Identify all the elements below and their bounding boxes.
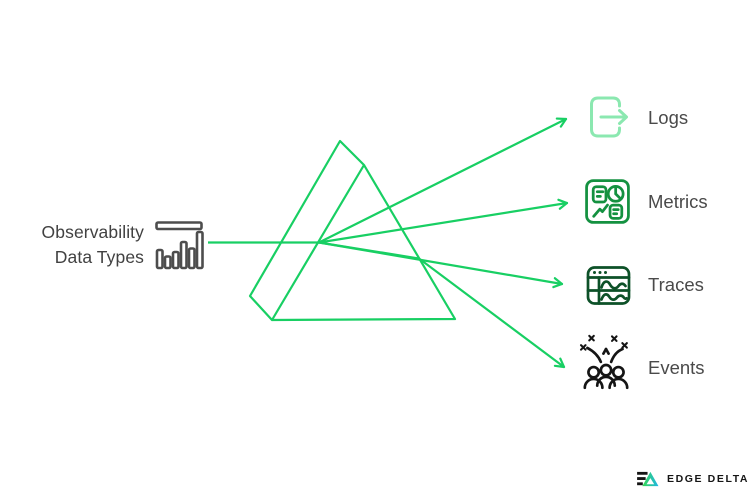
events-crowd-icon — [579, 334, 629, 390]
output-label-metrics: Metrics — [648, 191, 708, 212]
source-label: Observability Data Types — [22, 220, 144, 270]
ray-to-events — [317, 241, 566, 369]
traces-window-icon — [586, 266, 631, 305]
metrics-dashboard-icon — [585, 179, 630, 224]
prism-outline — [248, 139, 457, 322]
output-label-events: Events — [648, 357, 705, 378]
edge-delta-logo-icon — [637, 471, 659, 486]
output-label-traces: Traces — [648, 274, 704, 295]
logs-export-icon — [590, 96, 628, 138]
edge-delta-logo: EDGE DELTA — [637, 469, 749, 489]
output-label-logs: Logs — [648, 107, 689, 128]
source-label-line1: Observability — [41, 222, 144, 242]
ray-to-logs — [317, 117, 568, 244]
source-label-line2: Data Types — [54, 247, 144, 267]
edge-delta-logo-text: EDGE DELTA — [667, 473, 750, 485]
ray-to-metrics — [317, 198, 569, 244]
bar-chart-icon — [155, 221, 204, 270]
